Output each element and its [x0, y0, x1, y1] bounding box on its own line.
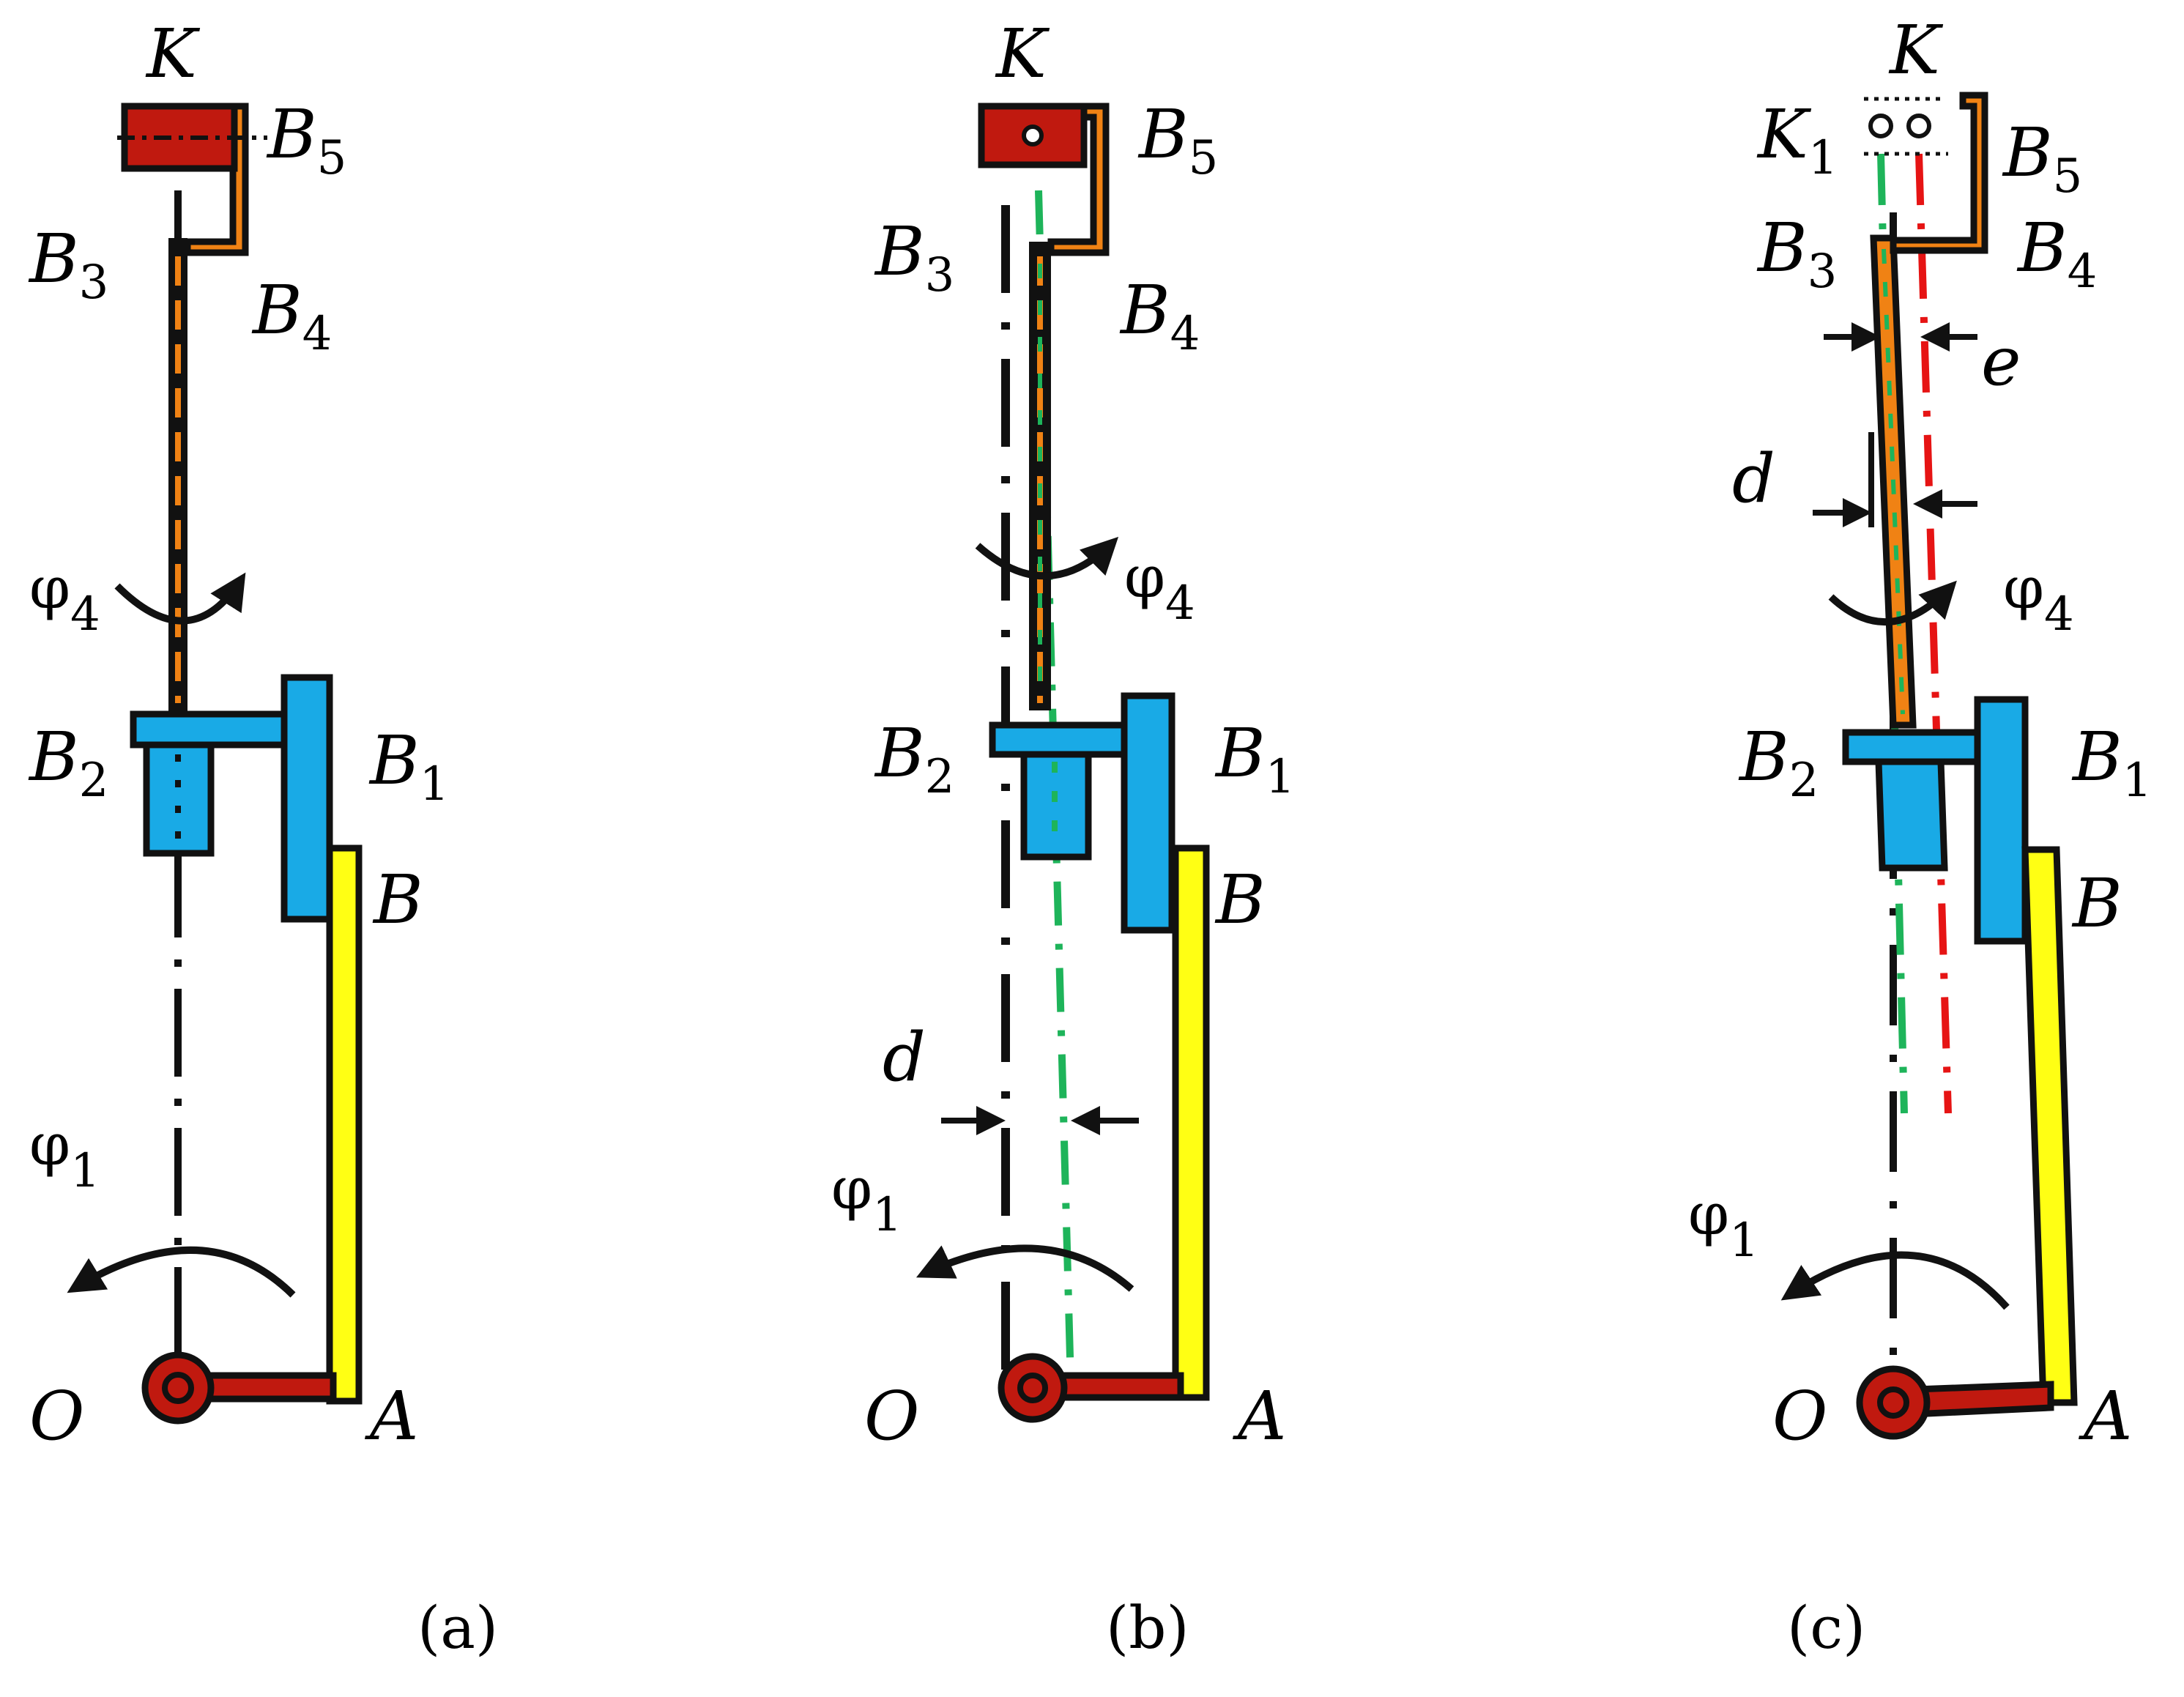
- pin-k-b: [1022, 125, 1044, 146]
- pin-k1-c: [1868, 114, 1893, 138]
- yellow-bar-b-c: [2021, 846, 2078, 1406]
- blue-arm-b2-a: [130, 710, 294, 749]
- label-b1-a: B1: [368, 721, 449, 812]
- rotation-arrow-phi4-c: [1828, 580, 1957, 626]
- label-b4-a: B4: [251, 271, 332, 361]
- label-b5-b: B5: [1137, 95, 1218, 185]
- pivot-o-ring-a: [162, 1372, 194, 1404]
- label-k-b: K: [995, 15, 1050, 93]
- pin-k-c: [1906, 114, 1931, 138]
- label-o-a: O: [29, 1377, 84, 1455]
- yellow-bar-b-b: [1172, 844, 1210, 1401]
- label-phi1-c: φ1: [1688, 1180, 1759, 1268]
- label-b3-a: B3: [28, 220, 108, 310]
- caption-c: (c): [1787, 1594, 1865, 1662]
- label-a-b: A: [1232, 1377, 1286, 1455]
- label-phi4-a: φ4: [29, 554, 100, 642]
- label-phi1-a: φ1: [29, 1110, 100, 1198]
- red-axis-c: [1915, 153, 1952, 1114]
- label-a-a: A: [364, 1377, 418, 1455]
- label-b4-b: B4: [1119, 271, 1200, 361]
- blue-slider-b2-c: [1875, 758, 1948, 872]
- label-o-b: O: [864, 1377, 919, 1455]
- label-b5-c: B5: [2002, 114, 2082, 204]
- pivot-o-a: [141, 1351, 215, 1425]
- blue-plate-b1-b: [1121, 692, 1175, 934]
- rotation-arrow-phi1-a: [67, 1246, 296, 1298]
- pivot-o-ring-b: [1017, 1373, 1048, 1403]
- label-phi4-c: φ4: [2003, 554, 2074, 642]
- yellow-bar-b-a: [326, 844, 363, 1405]
- pivot-o-ring-c: [1877, 1386, 1909, 1419]
- panel-b: K B5 B3 B4 φ4 B2 B1 B d φ1 O A (b): [831, 15, 1295, 1662]
- label-phi4-b: φ4: [1124, 543, 1195, 631]
- label-b-c: B: [2071, 864, 2122, 943]
- label-b2-c: B2: [1738, 718, 1819, 808]
- panel-a: K B5 B3 B4 φ4 B2 B1 B φ1 O A (a): [28, 15, 498, 1662]
- label-phi1-b: φ1: [831, 1154, 902, 1242]
- blue-arm-b2-c: [1842, 729, 1999, 765]
- blue-plate-b1-c: [1974, 696, 2029, 945]
- label-b5-a: B5: [266, 95, 346, 185]
- label-d-c: d: [1732, 439, 1775, 518]
- label-a-c: A: [2078, 1377, 2132, 1455]
- label-k-c: K: [1888, 11, 1944, 89]
- label-b2-b: B2: [874, 714, 954, 804]
- label-b3-c: B3: [1756, 209, 1837, 299]
- rotation-arrow-phi1-c: [1780, 1251, 2010, 1310]
- label-o-c: O: [1772, 1377, 1827, 1455]
- blue-arm-b2-b: [989, 721, 1143, 758]
- label-b3-b: B3: [874, 212, 954, 302]
- label-k-a: K: [145, 15, 201, 93]
- label-e-c: e: [1981, 322, 2021, 401]
- label-b1-b: B1: [1214, 714, 1295, 804]
- label-b2-a: B2: [28, 718, 108, 808]
- label-b4-c: B4: [2016, 209, 2097, 299]
- rotation-arrow-phi4-b: [975, 536, 1119, 580]
- caption-b: (b): [1106, 1594, 1189, 1662]
- pivot-o-b: [998, 1353, 1068, 1423]
- rotation-arrow-phi1-b: [915, 1244, 1134, 1292]
- rotation-arrow-phi4-a: [114, 572, 246, 625]
- label-b1-c: B1: [2071, 718, 2152, 808]
- label-b-a: B: [372, 861, 423, 939]
- label-b-b: B: [1214, 861, 1266, 939]
- label-d-b: d: [883, 1018, 926, 1096]
- label-k1-c: K1: [1756, 95, 1838, 185]
- pivot-o-c: [1856, 1365, 1931, 1440]
- panel-c: K K1 B5 B3 B4 e d φ4 B2 B1 B φ1 O A (c): [1688, 11, 2152, 1662]
- orange-link-b4-c: [1890, 92, 1988, 254]
- blue-plate-b1-a: [281, 674, 333, 923]
- green-on-shaft-c: [1882, 248, 1905, 715]
- caption-a: (a): [417, 1594, 498, 1662]
